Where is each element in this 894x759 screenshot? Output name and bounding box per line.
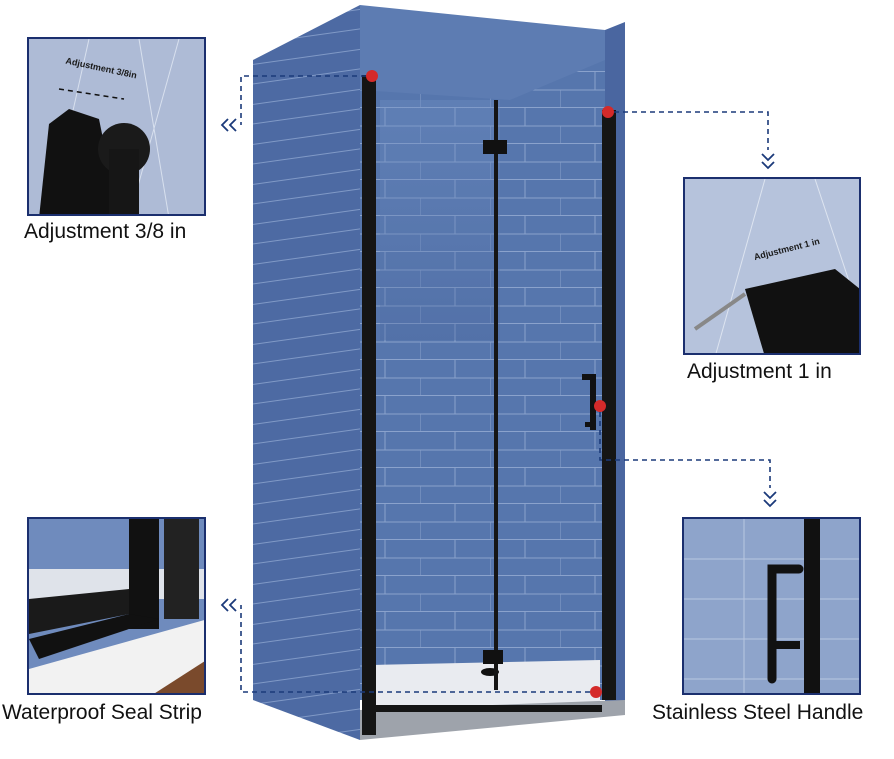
right-frame-profile: [602, 110, 616, 700]
left-wall: [253, 5, 360, 740]
marker-top-right: [602, 106, 614, 118]
hinge-top: [483, 140, 507, 154]
chevron-down-icon: [761, 153, 775, 170]
connector-top-left: [240, 75, 366, 125]
shower-tray: [372, 660, 600, 710]
label-adjustment-3-8: Adjustment 3/8 in: [24, 220, 187, 243]
chevron-down-icon: [763, 491, 777, 508]
inset-adjustment-1: Adjustment 1 in: [683, 177, 861, 355]
connector-seal: [240, 605, 590, 693]
connector-handle: [599, 412, 771, 488]
marker-seal: [590, 686, 602, 698]
label-adjustment-1: Adjustment 1 in: [687, 360, 832, 383]
inset-stainless-steel-handle: [682, 517, 861, 695]
marker-top-left: [366, 70, 378, 82]
connector-top-right: [614, 111, 769, 150]
door-center-profile: [494, 100, 498, 690]
label-waterproof-seal-strip: Waterproof Seal Strip: [2, 701, 202, 724]
hinge-bottom: [483, 650, 503, 664]
back-wall-top: [360, 5, 605, 100]
label-stainless-steel-handle: Stainless Steel Handle: [652, 701, 864, 724]
marker-handle: [594, 400, 606, 412]
inset-adjustment-3-8: Adjustment 3/8in: [27, 37, 206, 216]
chevron-left-icon: [220, 598, 237, 612]
door-handle: [582, 374, 596, 430]
inset-waterproof-seal-strip: [27, 517, 206, 695]
left-frame-profile: [362, 75, 376, 735]
chevron-left-icon: [220, 118, 237, 132]
